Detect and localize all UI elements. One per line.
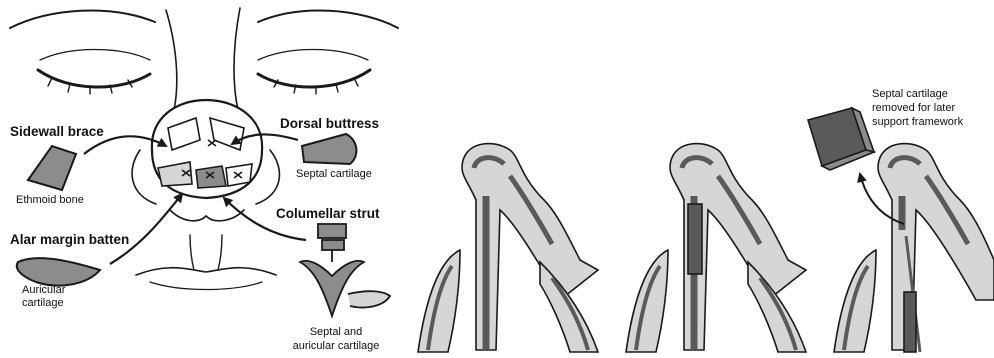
left-eyebrow: [10, 11, 155, 28]
removed-septal-cartilage-block: [808, 108, 874, 170]
sagittal-panel-2: [626, 144, 806, 352]
sidewall-brace-label: Sidewall brace: [10, 124, 104, 140]
septal-cartilage-graft: [302, 134, 356, 164]
right-eyebrow: [258, 11, 398, 28]
auricular-cartilage-label-line2: cartilage: [22, 297, 64, 310]
alar-margin-batten-label: Alar margin batten: [10, 232, 129, 248]
left-eye: [38, 70, 150, 87]
septal-removed-label-line1: Septal cartilage: [872, 88, 948, 101]
columellar-strut-graft: [300, 224, 390, 316]
septal-cartilage-label: Septal cartilage: [296, 168, 372, 181]
septal-removed-label-line2: removed for later: [872, 102, 955, 115]
columellar-strut-label: Columellar strut: [276, 206, 380, 222]
ethmoid-bone-label: Ethmoid bone: [16, 194, 84, 207]
septal-auricular-label-line1: Septal and: [288, 326, 384, 339]
septal-auricular-label-line2: auricular cartilage: [272, 340, 400, 353]
auricular-cartilage-label-line1: Auricular: [22, 284, 65, 297]
sagittal-panel-3: [834, 144, 994, 352]
auricular-cartilage-graft: [17, 258, 100, 285]
dorsal-buttress-label: Dorsal buttress: [280, 116, 379, 132]
nasal-frame: [152, 100, 262, 198]
septal-removed-label-line3: support framework: [872, 116, 963, 129]
ethmoid-bone-graft: [28, 146, 76, 190]
sagittal-panel-1: [418, 144, 598, 352]
